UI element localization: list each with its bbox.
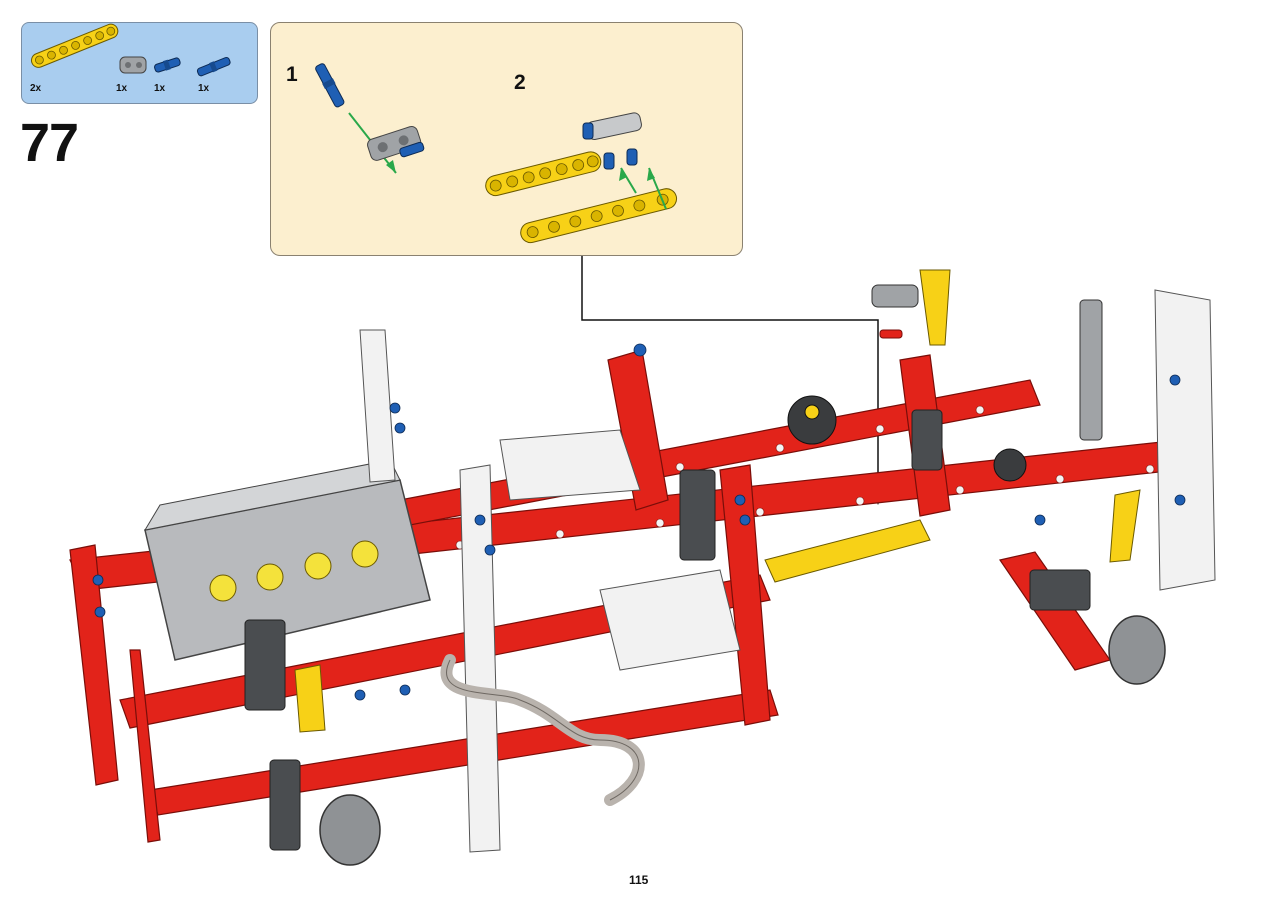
flexible-hose-outline (446, 659, 640, 801)
red-pin (879, 329, 903, 339)
subassembly-callout: 1 2 (270, 22, 743, 256)
parts-callout: 2x 1x 1x 1x (21, 22, 258, 104)
blue-pins (92, 343, 1186, 701)
substep-1-illustration (315, 63, 425, 174)
substep-label: 2 (514, 71, 526, 94)
page-number: 115 (629, 873, 649, 887)
callout-pointer-arrow (873, 493, 883, 505)
grey-connector-part (119, 56, 147, 74)
gear (787, 395, 1027, 482)
callout-pointer-line (581, 256, 879, 500)
parts-illustration (30, 23, 231, 77)
red-frame-rails (69, 349, 1196, 843)
engine-block (143, 459, 431, 661)
part-qty: 2x (30, 83, 42, 94)
yellow-beam-part (30, 23, 119, 68)
step-number: 77 (20, 113, 79, 173)
flexible-hose (440, 654, 645, 806)
subassembly-illustration (315, 63, 678, 244)
wheel-hub (319, 615, 1166, 866)
part-qty: 1x (154, 83, 166, 94)
frame-holes (155, 405, 1155, 583)
part-qty: 1x (116, 83, 128, 94)
steering-column (871, 284, 1103, 441)
white-beams (359, 289, 1216, 853)
substep-label: 1 (286, 63, 298, 86)
part-qty: 1x (198, 83, 210, 94)
blue-pin-part (154, 57, 181, 73)
blue-long-pin-part (196, 56, 231, 77)
dark-grey-parts (244, 409, 1091, 851)
substep-2-illustration (485, 112, 678, 244)
yellow-beams (294, 269, 1141, 733)
